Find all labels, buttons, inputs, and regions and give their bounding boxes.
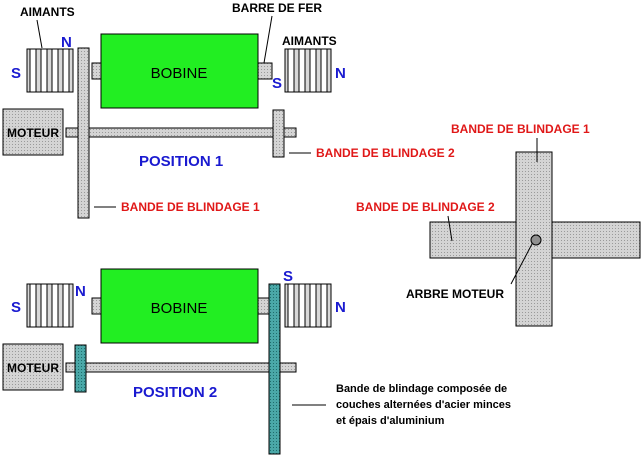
bande2-leader-front xyxy=(447,215,453,242)
barre-de-fer-label: BARRE DE FER xyxy=(232,1,322,15)
note-line-2: couches alternées d'acier minces xyxy=(336,399,511,411)
bande1-label-1: BANDE DE BLINDAGE 1 xyxy=(121,200,260,214)
pole-n-left-2: N xyxy=(75,283,86,300)
motor-label-2: MOTEUR xyxy=(7,361,59,375)
magnet-stack-left-2 xyxy=(26,283,74,328)
motor-shaft-front xyxy=(530,234,542,246)
motor-shaft-1 xyxy=(65,127,297,138)
position-1-assembly: S N AIMANTS BOBINE BARRE DE FER AIMANTS … xyxy=(2,1,455,219)
pole-s-right-1: S xyxy=(272,75,282,92)
arbre-moteur-label: ARBRE MOTEUR xyxy=(406,287,504,301)
pole-s-left-2: S xyxy=(11,299,21,316)
aimants-label-left: AIMANTS xyxy=(20,5,75,19)
pole-n-right-2: N xyxy=(335,299,346,316)
note-line-3: et épais d'aluminium xyxy=(336,415,445,427)
bande2-label-front: BANDE DE BLINDAGE 2 xyxy=(356,200,495,214)
barre-de-fer-leader xyxy=(263,15,273,64)
shield-band-long-2 xyxy=(268,283,281,455)
coil-2 xyxy=(100,268,259,344)
arbre-moteur-leader xyxy=(510,243,533,285)
shield-cross-front-view: BANDE DE BLINDAGE 1 BANDE DE BLINDAGE 2 … xyxy=(356,122,641,327)
note-line-1: Bande de blindage composée de xyxy=(336,383,507,395)
coil-label-2: BOBINE xyxy=(151,300,208,317)
coil-1 xyxy=(100,33,259,109)
pole-n-right-1: N xyxy=(335,65,346,82)
position-2-assembly: S N BOBINE S N MOTEUR POSITION 2 Bande d… xyxy=(2,268,511,455)
aimants-leader-left xyxy=(36,19,43,49)
aimants-label-right: AIMANTS xyxy=(282,34,337,48)
bande1-label-front: BANDE DE BLINDAGE 1 xyxy=(451,122,590,136)
shield-band-short-2 xyxy=(74,344,87,393)
bande2-label-1: BANDE DE BLINDAGE 2 xyxy=(316,146,455,160)
shield-band-2-side xyxy=(272,109,285,158)
magnet-stack-right-1 xyxy=(284,48,332,93)
coil-label-1: BOBINE xyxy=(151,65,208,82)
motor-1 xyxy=(2,108,64,156)
motor-2 xyxy=(2,343,64,391)
magnet-stack-left-1 xyxy=(26,48,74,93)
pole-s-right-2: S xyxy=(283,268,293,285)
motor-shaft-2 xyxy=(65,362,297,373)
motor-label-1: MOTEUR xyxy=(7,126,59,140)
position-2-label: POSITION 2 xyxy=(133,384,217,401)
magnet-stack-right-2 xyxy=(284,283,332,328)
pole-n-left-1: N xyxy=(61,34,72,51)
pole-s-left-1: S xyxy=(11,65,21,82)
position-1-label: POSITION 1 xyxy=(139,153,223,170)
shield-band-1-side xyxy=(77,47,90,219)
